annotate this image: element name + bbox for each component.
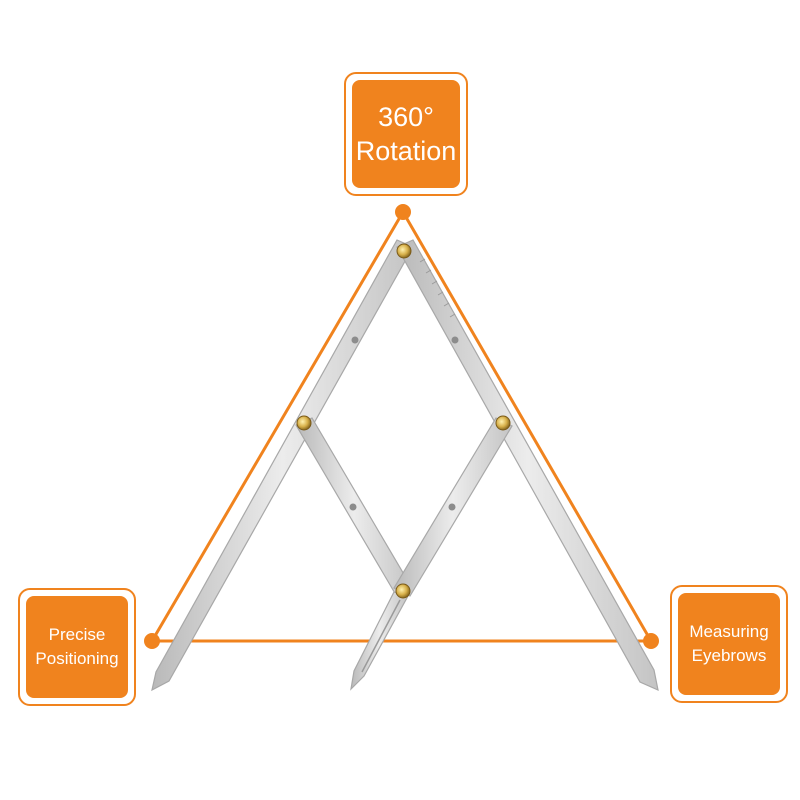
badge-rotation: 360° Rotation xyxy=(344,72,468,196)
golden-ratio-caliper xyxy=(151,239,659,692)
triangle-vertex-dots xyxy=(144,204,659,649)
ruler-ticks xyxy=(419,258,456,318)
brass-rivets xyxy=(296,243,511,599)
badge-positioning: Precise Positioning xyxy=(18,588,136,706)
badge-positioning-line-1: Precise xyxy=(48,625,106,644)
caliper-fork-slot xyxy=(361,599,401,673)
badge-rotation-line-1: 360° xyxy=(378,102,434,132)
vertex-dot-top xyxy=(395,204,411,220)
badge-measuring-line-2: Eyebrows xyxy=(691,646,767,665)
rivet-bottom xyxy=(395,583,411,599)
badge-measuring: Measuring Eyebrows xyxy=(670,585,788,703)
badge-positioning-fill: Precise Positioning xyxy=(26,596,128,698)
vertex-dot-right xyxy=(643,633,659,649)
rivet-left xyxy=(296,415,312,431)
badge-positioning-line-2: Positioning xyxy=(35,649,119,668)
caliper-left-arm xyxy=(151,239,414,692)
badge-measuring-fill: Measuring Eyebrows xyxy=(678,593,780,695)
badge-rotation-line-2: Rotation xyxy=(355,136,457,166)
vertex-dot-left xyxy=(144,633,160,649)
badge-measuring-line-1: Measuring xyxy=(689,622,769,641)
orange-triangle-outline xyxy=(150,211,653,643)
caliper-right-arm xyxy=(396,239,659,692)
caliper-holes xyxy=(349,336,459,511)
rivet-right xyxy=(495,415,511,431)
rivet-top xyxy=(396,243,412,259)
badge-rotation-fill: 360° Rotation xyxy=(352,80,460,188)
